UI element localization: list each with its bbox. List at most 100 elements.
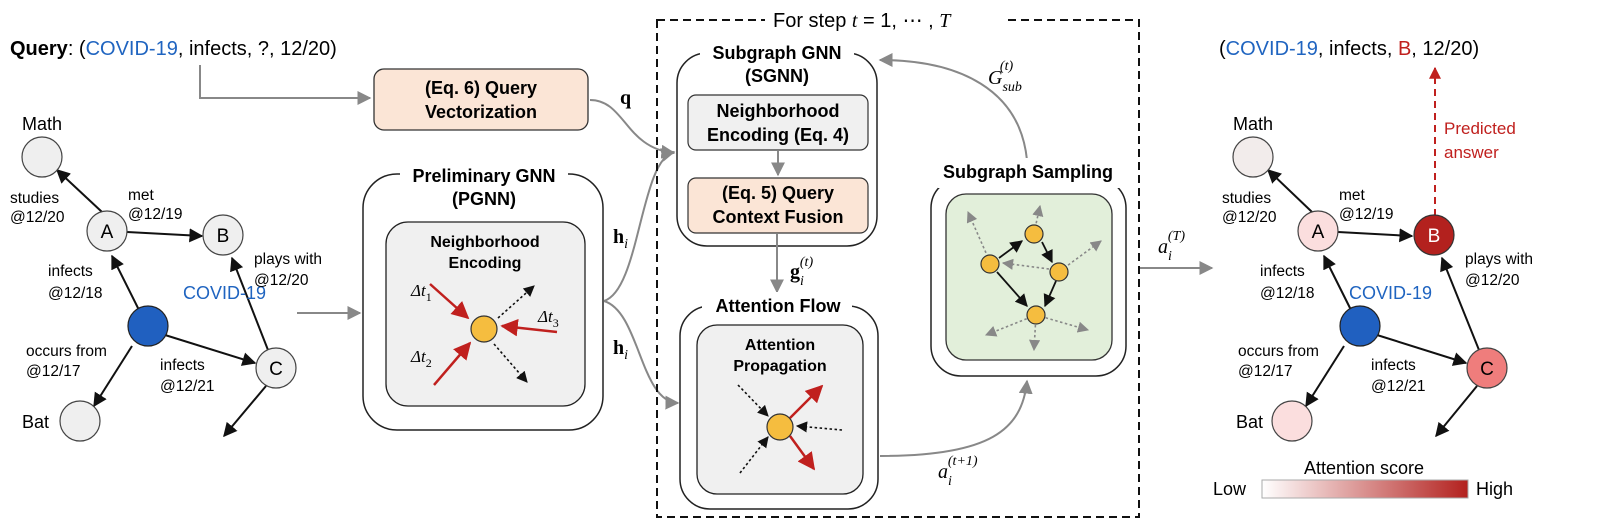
redge-occurs-2: @12/17	[1238, 363, 1293, 380]
pgnn-inner2: Encoding	[449, 255, 522, 272]
redge-studies-2: @12/20	[1222, 209, 1277, 226]
predicted-label-2: answer	[1444, 143, 1499, 162]
a-symbol-loop: ai(t+1)	[938, 454, 978, 489]
q-symbol: q	[620, 87, 631, 109]
sgnn-title2: (SGNN)	[745, 66, 809, 86]
rlabel-covid: COVID-19	[1349, 283, 1432, 303]
pgnn-to-attention-arrow	[603, 300, 680, 410]
label-bat: Bat	[22, 412, 49, 432]
redge-met-2: @12/19	[1339, 206, 1394, 223]
rnode-c	[1466, 347, 1508, 389]
node-math	[21, 136, 63, 178]
pgnn-inner1: Neighborhood	[430, 234, 539, 251]
sgnn-fuse2: Context Fusion	[713, 207, 844, 227]
rnode-math	[1232, 136, 1274, 178]
delta-t3: Δt3	[537, 307, 559, 330]
query-vec-line1: (Eq. 6) Query	[425, 78, 537, 98]
h-symbol-top: hi	[613, 226, 628, 252]
legend-low: Low	[1213, 479, 1247, 499]
rnode-a	[1297, 210, 1339, 252]
edge-infects-a-2: @12/18	[48, 285, 103, 302]
node-bat	[59, 400, 101, 442]
redge-occurs-1: occurs from	[1238, 343, 1319, 360]
redge-met-1: met	[1339, 187, 1366, 204]
attention-inner2: Propagation	[733, 358, 826, 375]
node-c	[255, 347, 297, 389]
legend-title: Attention score	[1304, 458, 1424, 478]
edge-studies-2: @12/20	[10, 209, 65, 226]
result-text: (COVID-19, infects, B, 12/20)	[1219, 38, 1479, 60]
query-prefix: Query	[10, 38, 69, 60]
query-vec-line2: Vectorization	[425, 102, 537, 122]
pgnn-box: Preliminary GNN (PGNN) Neighborhood Enco…	[362, 166, 604, 431]
predicted-label-1: Predicted	[1444, 119, 1516, 138]
pgnn-title2: (PGNN)	[452, 189, 516, 209]
redge-infects-a-1: infects	[1260, 263, 1305, 280]
right-graph: Math A B C COVID-19 Bat studies @12/20 m…	[1222, 114, 1533, 442]
query-text: Query: (COVID-19, infects, ?, 12/20)	[10, 38, 337, 60]
subgraph-sampling-box: Subgraph Sampling	[930, 158, 1127, 377]
sgnn-enc2: Encoding (Eq. 4)	[707, 125, 849, 145]
attention-flow-box: Attention Flow Attention Propagation	[679, 292, 879, 510]
edge-occurs-1: occurs from	[26, 343, 107, 360]
rlabel-a: A	[1312, 222, 1325, 243]
query-colon: : (	[68, 38, 86, 60]
sgnn-title1: Subgraph GNN	[713, 43, 842, 63]
edge-infects-c-1: infects	[160, 357, 205, 374]
rnode-b	[1413, 214, 1455, 256]
edge-plays-2: @12/20	[254, 272, 309, 289]
label-math: Math	[22, 114, 62, 134]
redge-plays-1: plays with	[1465, 251, 1533, 268]
pgnn-to-sgnn-arrow	[603, 148, 676, 302]
rnode-covid	[1339, 305, 1381, 347]
g-sub-symbol: Gsub(t)	[988, 59, 1022, 95]
redge-infects-c-1: infects	[1371, 357, 1416, 374]
redge-infects-a-2: @12/18	[1260, 285, 1315, 302]
redge-plays-2: @12/20	[1465, 272, 1520, 289]
a-symbol-final: ai(T)	[1158, 229, 1185, 264]
sgnn-fuse1: (Eq. 5) Query	[722, 183, 834, 203]
node-a	[86, 210, 128, 252]
redge-infects-c-2: @12/21	[1371, 378, 1426, 395]
edge-met-2: @12/19	[128, 206, 183, 223]
rlabel-b: B	[1428, 226, 1441, 247]
rlabel-c: C	[1480, 359, 1494, 380]
sgnn-box: Subgraph GNN (SGNN) Neighborhood Encodin…	[676, 40, 878, 247]
edge-occurs-2: @12/17	[26, 363, 81, 380]
query-to-vectorization-arrow	[199, 65, 372, 105]
edge-infects-a-1: infects	[48, 263, 93, 280]
rlabel-math: Math	[1233, 114, 1273, 134]
node-covid	[127, 305, 169, 347]
attention-inner1: Attention	[745, 337, 815, 354]
h-symbol-bottom: hi	[613, 337, 628, 363]
edge-infects-c-2: @12/21	[160, 378, 215, 395]
edge-studies-1: studies	[10, 190, 59, 207]
label-a: A	[101, 222, 114, 243]
edge-plays-1: plays with	[254, 251, 322, 268]
delta-t1: Δt1	[410, 281, 432, 304]
rlabel-bat: Bat	[1236, 412, 1263, 432]
label-covid: COVID-19	[183, 283, 266, 303]
delta-t2: Δt2	[410, 347, 432, 370]
attention-flow-title: Attention Flow	[716, 296, 842, 316]
left-graph: Math A B C COVID-19 Bat studies @12/20 m…	[10, 114, 322, 442]
sampling-title: Subgraph Sampling	[943, 162, 1113, 182]
query-rest: , infects, ?, 12/20)	[178, 38, 337, 60]
loop-label: For step t = 1, ⋯ , T	[773, 10, 952, 32]
pgnn-title1: Preliminary GNN	[412, 166, 555, 186]
node-b	[202, 214, 244, 256]
label-c: C	[269, 359, 283, 380]
query-subject: COVID-19	[86, 38, 178, 60]
attention-to-sampling-arrow	[879, 379, 1033, 457]
redge-studies-1: studies	[1222, 190, 1271, 207]
q-to-sgnn-arrow	[589, 99, 676, 159]
g-symbol: gi(t)	[790, 255, 813, 289]
edge-met-1: met	[128, 187, 155, 204]
label-b: B	[217, 226, 230, 247]
attention-legend: Attention score Low High	[1213, 458, 1513, 499]
sgnn-enc1: Neighborhood	[717, 101, 840, 121]
query-vectorization-box: (Eq. 6) Query Vectorization	[373, 68, 589, 131]
sampling-to-sgnn-arrow	[878, 53, 1028, 161]
legend-gradient-bar	[1261, 479, 1469, 499]
